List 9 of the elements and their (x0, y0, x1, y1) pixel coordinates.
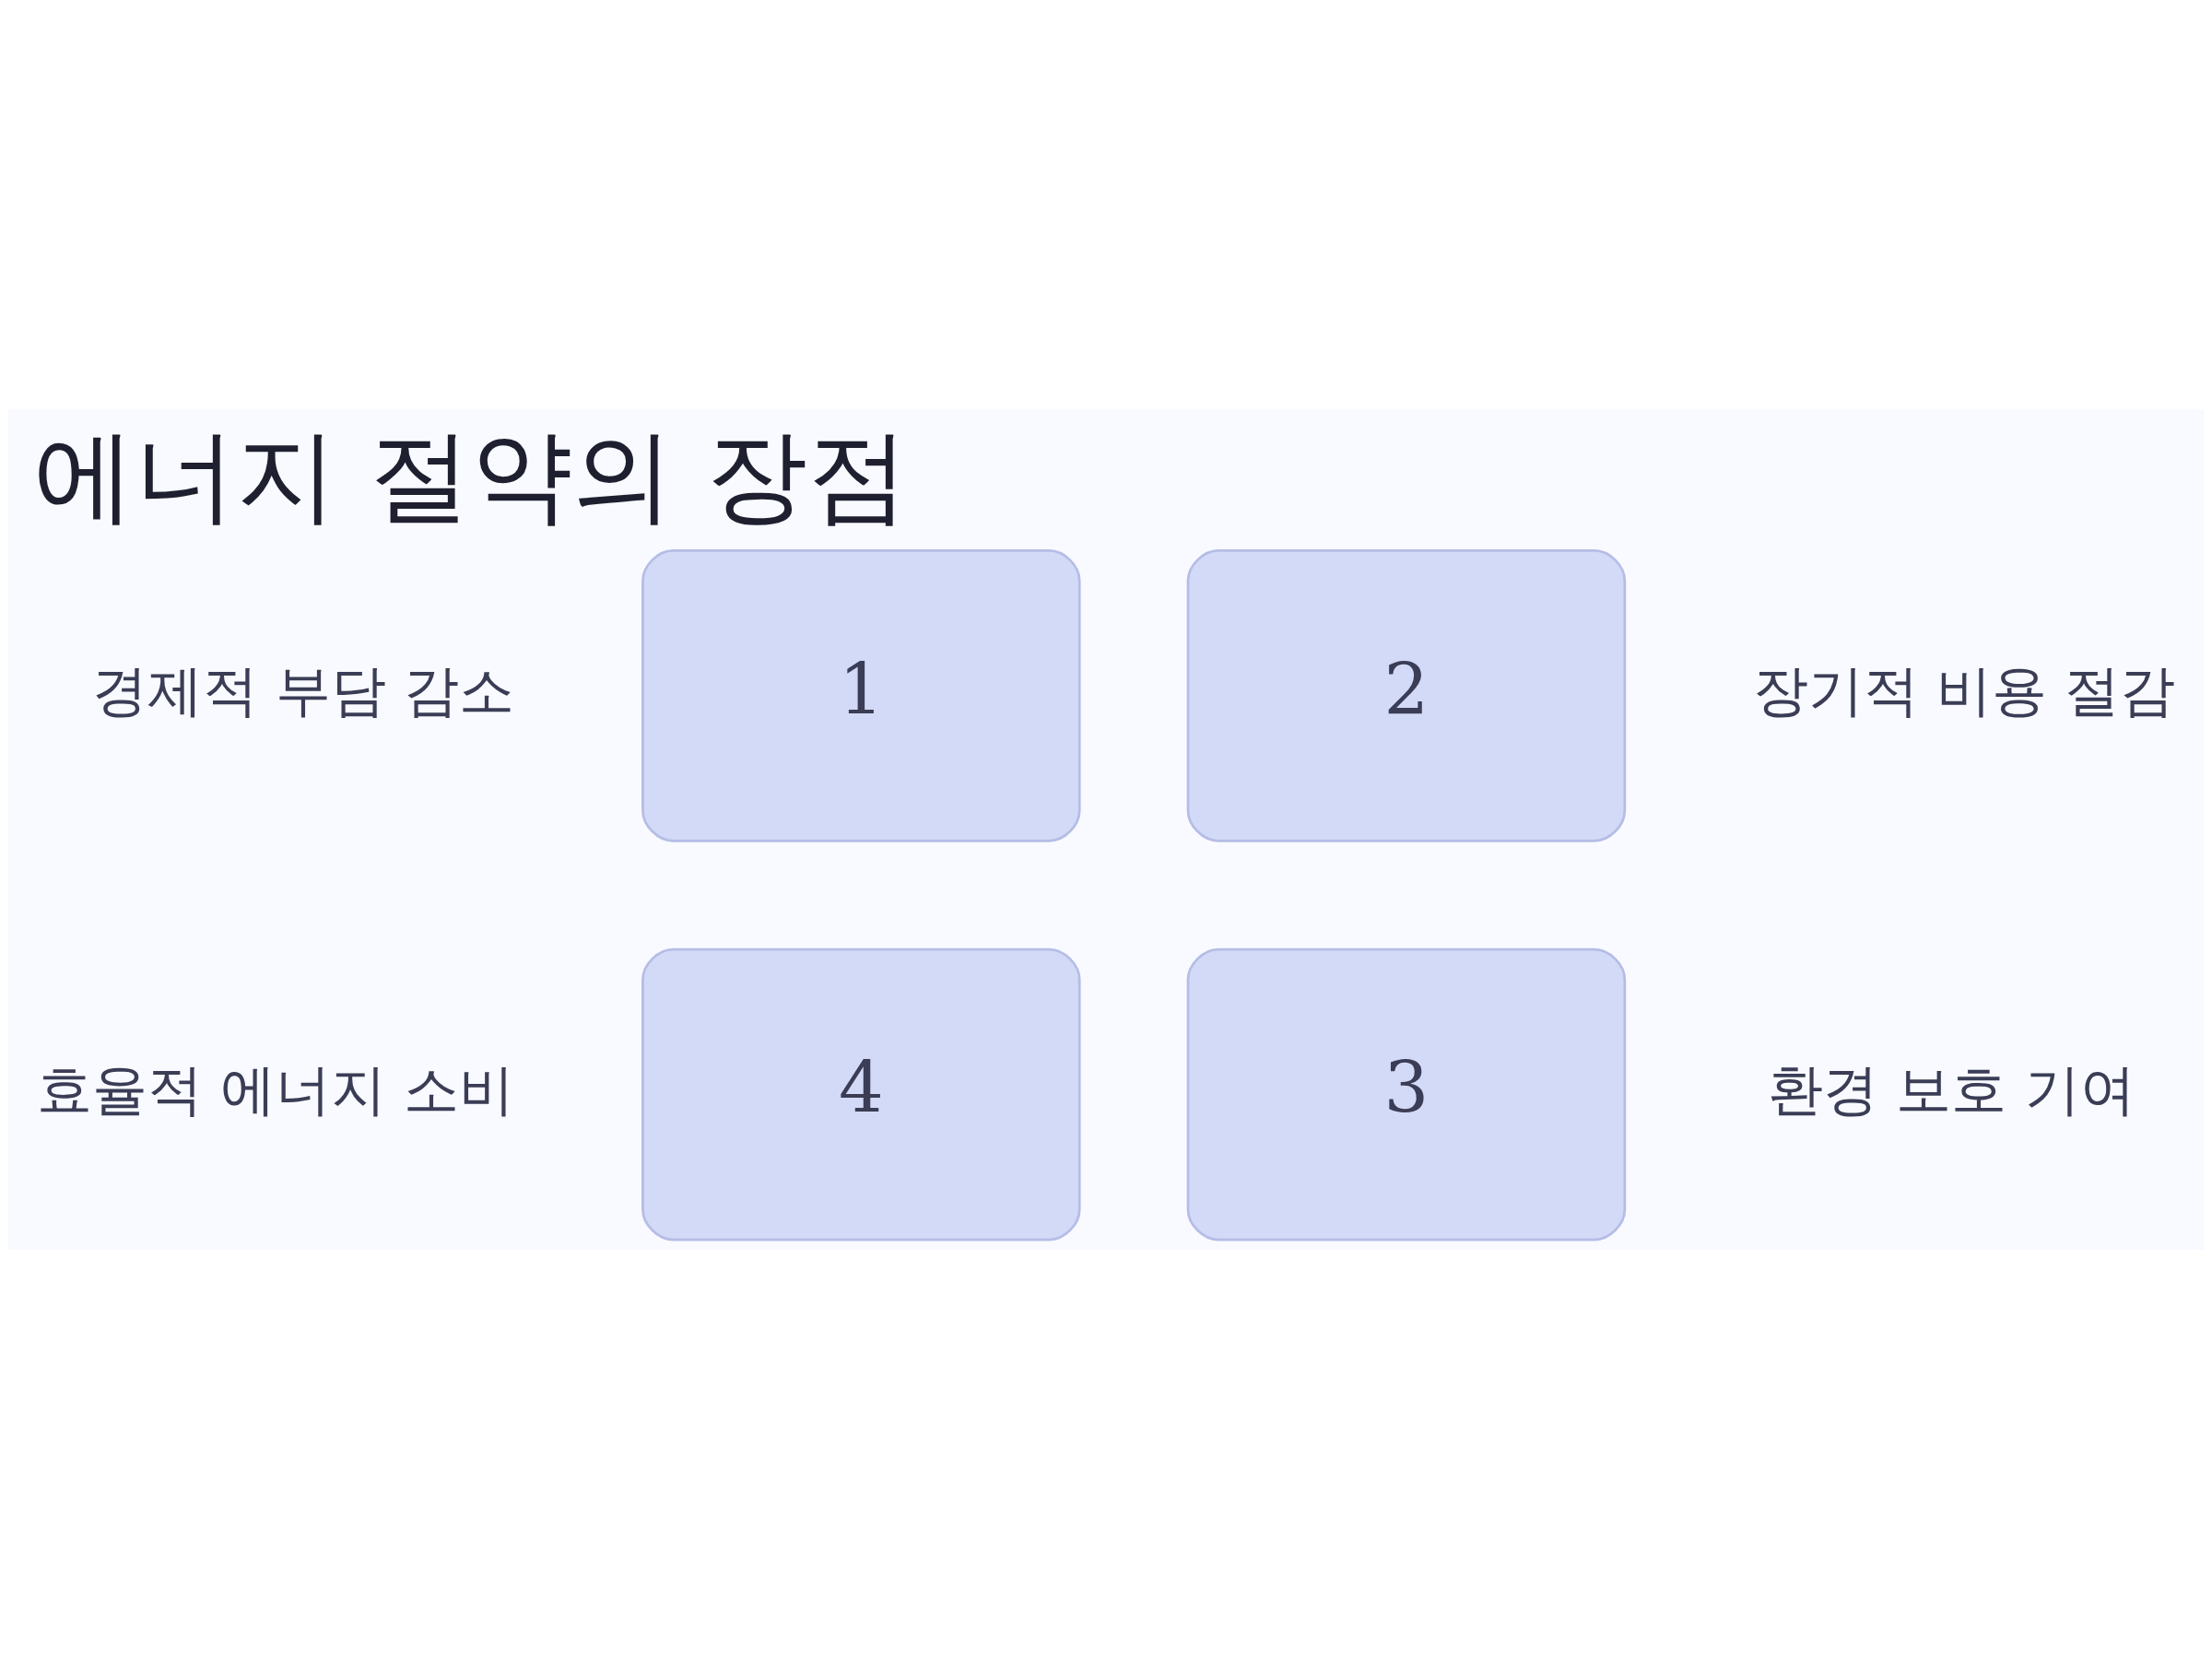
node-label: 장기적 비용 절감 (1753, 658, 2176, 724)
node-label: 효율적 에너지 소비 (36, 1056, 515, 1122)
diagram-title: 에너지 절약의 장점 (33, 416, 910, 535)
node-label: 경제적 부담 감소 (91, 658, 515, 724)
node-label: 환경 보호 기여 (1768, 1056, 2136, 1122)
node-box: 1 (641, 549, 1081, 842)
node-box: 4 (641, 947, 1081, 1241)
node-box: 3 (1186, 947, 1627, 1241)
node-box: 2 (1186, 549, 1627, 842)
